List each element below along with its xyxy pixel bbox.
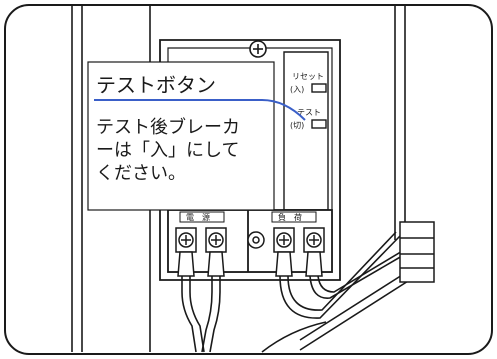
- terminal-screw-icon: [175, 227, 197, 253]
- terminal-screws: [175, 227, 325, 253]
- wire-clamp: [399, 221, 435, 283]
- wall-lines: [71, 6, 406, 352]
- top-screw-icon: [249, 40, 267, 58]
- callout-line-3: ください。: [96, 163, 186, 184]
- supply-label: 電 源: [186, 213, 210, 222]
- cable-end: [261, 321, 327, 353]
- test-label: テスト: [297, 108, 321, 117]
- leader-line: [94, 99, 306, 121]
- load-label: 負 荷: [278, 212, 302, 222]
- terminal-screw-icon: [303, 227, 325, 253]
- reset-label: リセット: [292, 72, 324, 81]
- callout-line-2: ーは「入」にして: [96, 140, 239, 161]
- test-state: (切): [290, 121, 304, 130]
- wire-crimps: [177, 251, 323, 277]
- terminal-screw-icon: [205, 227, 227, 253]
- terminal-screw-icon: [273, 227, 295, 253]
- callout-box: テストボタン テスト後ブレーカ ーは「入」にして ください。: [87, 61, 275, 211]
- supply-wires: [181, 276, 221, 353]
- callout-title: テストボタン: [96, 73, 216, 97]
- reset-state: (入): [290, 85, 304, 94]
- load-wires: [279, 231, 417, 351]
- callout-line-1: テスト後ブレーカ: [96, 116, 240, 138]
- test-indicator: テスト (切): [290, 108, 327, 130]
- reset-indicator: リセット (入): [290, 72, 327, 94]
